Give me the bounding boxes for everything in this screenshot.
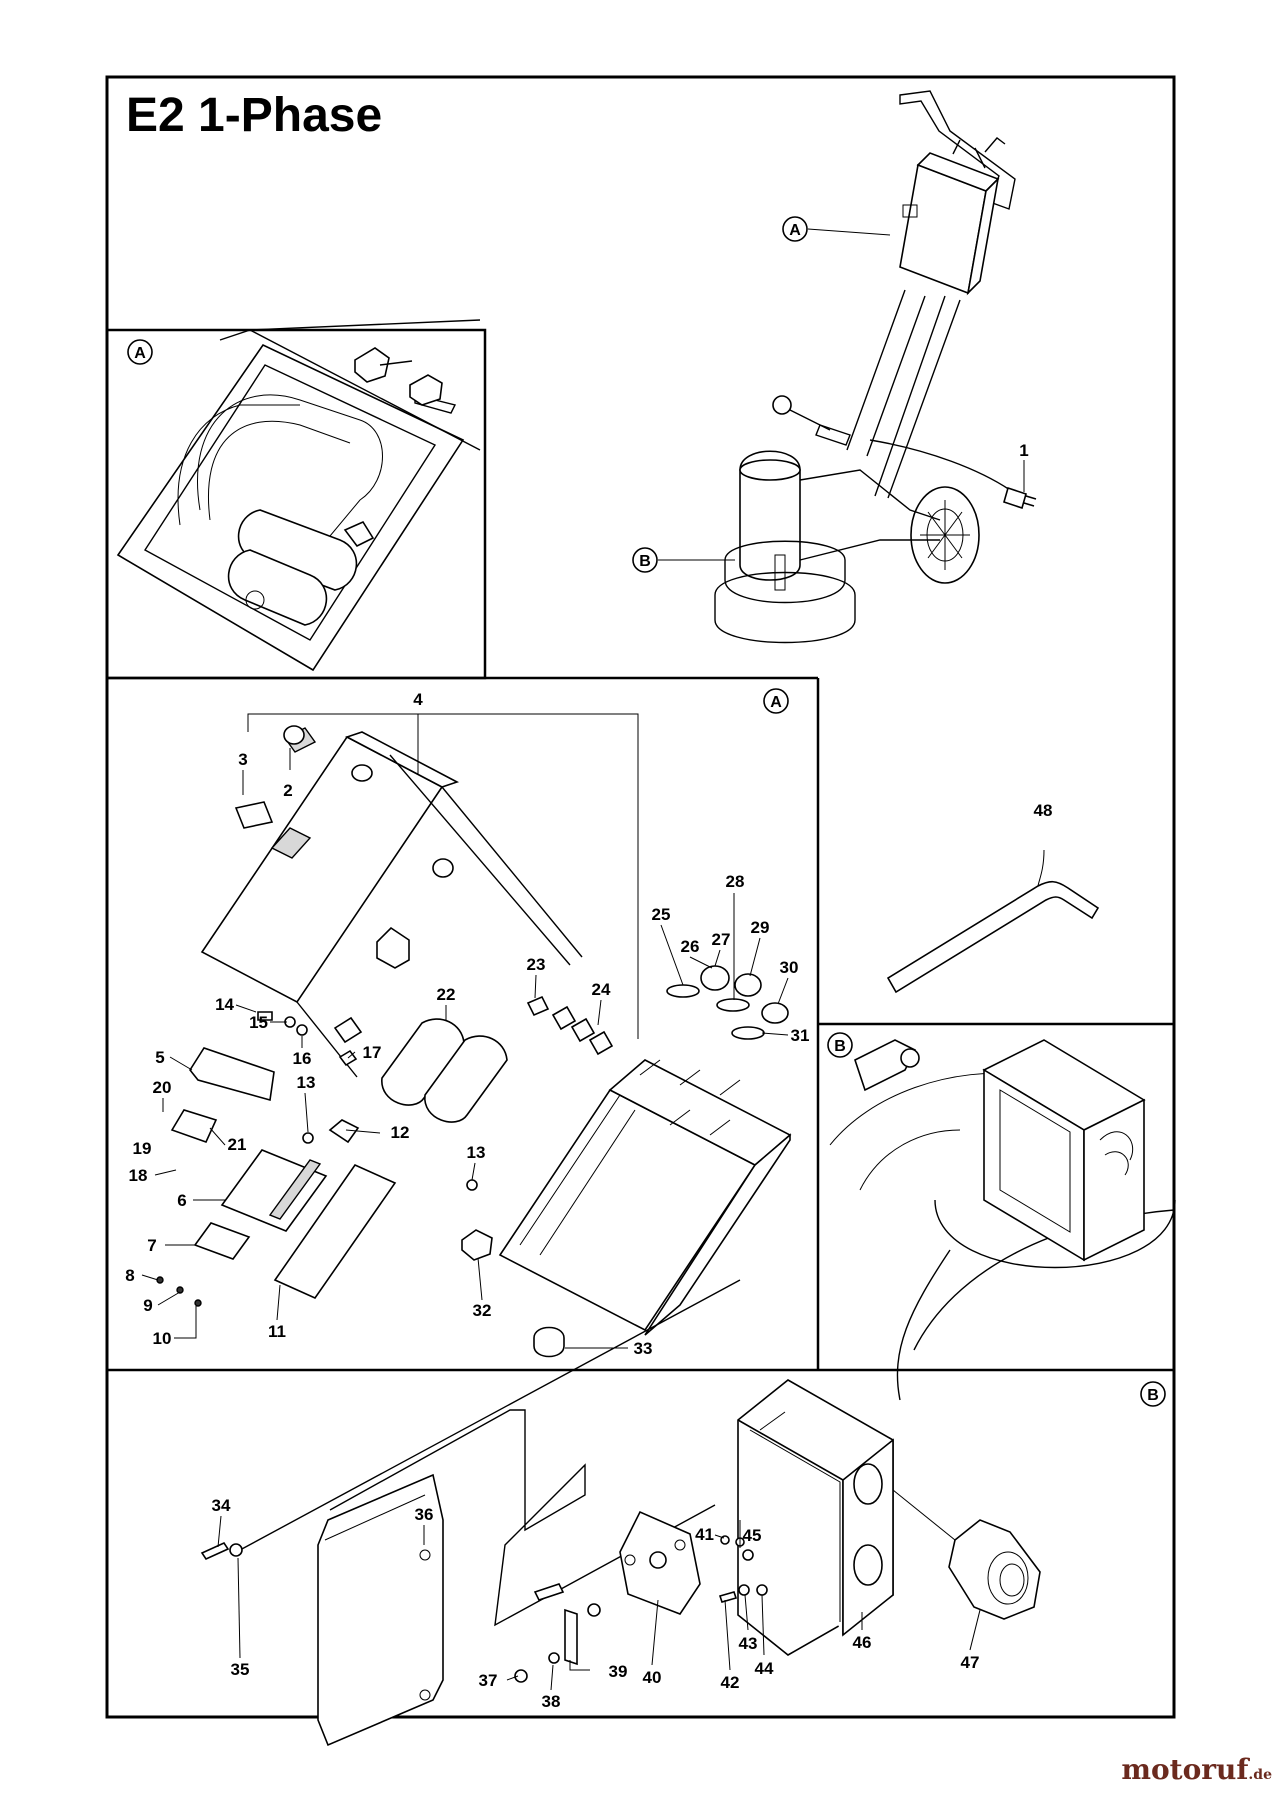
part-35: 35 (231, 1660, 250, 1679)
panel-a-exploded: A (156, 688, 792, 1358)
part-3: 3 (238, 750, 247, 769)
callout-a-overview: A (789, 222, 801, 239)
frame (105, 75, 1176, 1719)
overview-callouts: A B 1 (632, 216, 1029, 573)
page-title: E2 1-Phase (126, 89, 383, 142)
part-27: 27 (712, 930, 731, 949)
panel-b-exploded: B (200, 1279, 1166, 1747)
detail-a-inside: A (116, 319, 481, 672)
part-6: 6 (177, 1191, 186, 1210)
part-1: 1 (1019, 441, 1028, 460)
panel-a-leaders (141, 713, 789, 1349)
part-11: 11 (268, 1322, 286, 1341)
part-20: 20 (153, 1078, 172, 1097)
part-33: 33 (634, 1339, 653, 1358)
part-30: 30 (780, 958, 799, 977)
part-4: 4 (413, 690, 423, 709)
part-16: 16 (293, 1049, 312, 1068)
part-41: 41 (695, 1525, 714, 1544)
callout-a-panel: A (770, 694, 782, 711)
part-46: 46 (853, 1633, 872, 1652)
part-13-b: 13 (467, 1143, 486, 1162)
part-10: 10 (153, 1329, 172, 1348)
part-26: 26 (681, 937, 700, 956)
brand-logo: motoruf.de (1121, 1753, 1272, 1786)
part-19: 19 (133, 1139, 152, 1158)
part-34: 34 (212, 1496, 231, 1515)
part-36: 36 (415, 1505, 434, 1524)
part-29: 29 (751, 918, 770, 937)
part-42: 42 (721, 1673, 740, 1692)
callout-b-detail: B (834, 1038, 846, 1055)
part-13-a: 13 (297, 1073, 316, 1092)
part-40: 40 (643, 1668, 662, 1687)
part-8: 8 (125, 1266, 134, 1285)
part-39: 39 (609, 1662, 628, 1681)
part-24: 24 (592, 980, 611, 999)
part-9: 9 (143, 1296, 152, 1315)
part-43: 43 (739, 1634, 758, 1653)
part-14: 14 (215, 995, 234, 1014)
part-18: 18 (129, 1166, 148, 1185)
part-45: 45 (743, 1526, 762, 1545)
part-7: 7 (147, 1236, 156, 1255)
callout-a-detail: A (134, 345, 146, 362)
callout-b-panel: B (1147, 1387, 1159, 1404)
part-38: 38 (542, 1692, 561, 1711)
part-21: 21 (228, 1135, 247, 1154)
hex-key (886, 849, 1100, 994)
part-48: 48 (1034, 801, 1053, 820)
part-31: 31 (791, 1026, 810, 1045)
panel-b-leaders (217, 1515, 981, 1691)
part-2: 2 (283, 781, 292, 800)
part-17: 17 (363, 1043, 382, 1062)
part-28: 28 (726, 872, 745, 891)
detail-b-inside: B (827, 1032, 1176, 1401)
part-15: 15 (249, 1013, 268, 1032)
machine-overview (714, 90, 1037, 644)
part-23: 23 (527, 955, 546, 974)
callout-b-overview: B (639, 553, 651, 570)
part-44: 44 (755, 1659, 774, 1678)
part-5: 5 (155, 1048, 164, 1067)
part-number-labels: 4 3 2 22 14 15 16 17 5 13 12 20 19 21 18… (125, 690, 1052, 1711)
part-25: 25 (652, 905, 671, 924)
part-32: 32 (473, 1301, 492, 1320)
part-22: 22 (437, 985, 456, 1004)
part-37: 37 (479, 1671, 498, 1690)
part-12: 12 (391, 1123, 410, 1142)
part-47: 47 (961, 1653, 980, 1672)
brand-suffix: .de (1248, 1767, 1272, 1783)
brand-name: motoruf (1121, 1753, 1249, 1786)
